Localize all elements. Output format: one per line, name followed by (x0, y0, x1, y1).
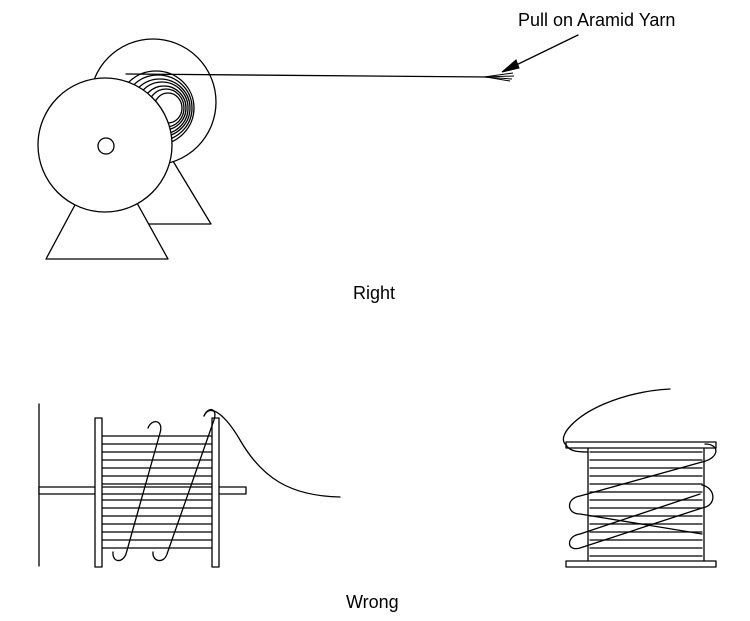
right-flange (211, 417, 220, 568)
spool-windings (101, 435, 215, 549)
bottom-flange (565, 560, 717, 568)
right-caption: Right (353, 283, 396, 303)
wrong-shaft-spool (38, 403, 341, 568)
axle-hole (97, 137, 115, 155)
end-loose-loops (562, 388, 717, 550)
wrong-end-pull-spool (562, 388, 717, 568)
wrong-caption: Wrong (346, 592, 399, 612)
end-spool-windings (589, 451, 703, 557)
loose-loops (112, 409, 341, 562)
aramid-yarn (125, 73, 489, 78)
top-flange (565, 441, 717, 449)
pull-label: Pull on Aramid Yarn (518, 10, 676, 30)
pull-arrow (501, 34, 579, 73)
left-flange (94, 417, 103, 568)
yarn-frayed-end (483, 72, 515, 82)
right-reel-setup (37, 38, 515, 260)
